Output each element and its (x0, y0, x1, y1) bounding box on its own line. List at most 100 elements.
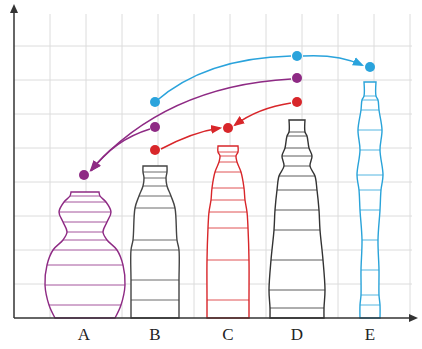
axis-arrowhead (409, 314, 418, 322)
red-dot (150, 145, 160, 155)
bottle-band (358, 130, 382, 131)
bottle-band (275, 210, 319, 211)
x-axis (14, 317, 412, 319)
bottle-band (207, 300, 249, 301)
bottle-band (63, 222, 107, 223)
bottle-band (274, 230, 320, 231)
bottle-outline (269, 120, 325, 318)
bottle (357, 82, 383, 318)
grid-line (14, 114, 412, 115)
bottle-band (53, 250, 117, 251)
bottle-band (361, 295, 379, 296)
bottle-band (133, 240, 177, 241)
label-holder: B (149, 326, 160, 343)
dots (79, 51, 375, 180)
bottle-band (279, 176, 315, 177)
bottle-band (209, 212, 247, 213)
grid (14, 14, 412, 318)
bottle-band (67, 232, 103, 233)
bottle-band (357, 175, 383, 176)
blue-arrow (155, 56, 291, 102)
bottle-band (70, 196, 100, 197)
grid-line (14, 80, 412, 81)
bottle-band (64, 202, 106, 203)
axes (10, 4, 418, 322)
bottle-band (269, 290, 325, 291)
category-label: C (222, 326, 233, 343)
grid-line (194, 14, 195, 318)
blue-dot (365, 62, 375, 72)
bottle-band (131, 250, 179, 251)
bottle-band (282, 156, 312, 157)
bottles (45, 82, 383, 318)
bottle-band (287, 136, 307, 137)
bottle-band (131, 280, 179, 281)
bottle-band (59, 212, 111, 213)
bottle-band (361, 270, 379, 271)
grid-line (14, 46, 412, 47)
bottle-band (361, 110, 379, 111)
purple-arrow (91, 79, 291, 170)
bottle-band (215, 172, 241, 173)
bottle-band (219, 162, 237, 163)
bottle-band (277, 190, 317, 191)
blue-arrow (303, 56, 362, 65)
arrows (91, 56, 362, 170)
bottle-band (271, 260, 323, 261)
category-label: A (78, 326, 90, 343)
bottle-band (362, 100, 378, 101)
bottle (269, 120, 325, 318)
label-holder: A (78, 326, 90, 343)
bottle-band (364, 96, 376, 97)
bottle-outline (357, 82, 383, 318)
blue-dot (150, 97, 160, 107)
category-label: D (291, 326, 303, 343)
bottle-band (207, 260, 249, 261)
red-arrow (161, 128, 220, 149)
bottle-outline (131, 166, 180, 318)
purple-arrow (92, 129, 150, 170)
label-holder: C (222, 326, 233, 343)
bottle-band (270, 308, 324, 309)
bottle-band (49, 305, 121, 306)
bottle-band (360, 305, 380, 306)
bottle-band (360, 150, 380, 151)
bottle-band (285, 148, 309, 149)
bottle-outline (45, 192, 125, 318)
bottle-outline (207, 146, 249, 318)
bottle-band (143, 186, 167, 187)
bottle-band (360, 210, 380, 211)
bottle-band (45, 285, 125, 286)
axis-arrowhead (10, 4, 18, 13)
bottle-band (135, 208, 175, 209)
bottle-band (143, 172, 167, 173)
bottle-band (284, 166, 310, 167)
blue-dot (292, 51, 302, 61)
label-holder: E (365, 326, 375, 343)
red-dot (292, 97, 302, 107)
bottle-band (208, 228, 248, 229)
bottle-band (362, 240, 378, 241)
grid-line (410, 14, 411, 318)
label-holder: D (291, 326, 303, 343)
bottle-band (211, 200, 245, 201)
bottle-band (131, 300, 179, 301)
purple-dot (79, 170, 89, 180)
bottle-band (63, 240, 107, 241)
bottle (207, 146, 249, 318)
purple-dot (292, 73, 302, 83)
grid-line (14, 148, 412, 149)
y-axis (13, 10, 15, 318)
bottle-band (359, 190, 381, 191)
bottle-band (289, 132, 305, 133)
bottle-band (218, 152, 238, 153)
category-label: B (149, 326, 160, 343)
grid-line (338, 14, 339, 318)
bottle-band (212, 188, 244, 189)
bottle (45, 192, 125, 318)
bottle-band (47, 265, 123, 266)
red-arrow (235, 103, 291, 125)
purple-dot (150, 122, 160, 132)
